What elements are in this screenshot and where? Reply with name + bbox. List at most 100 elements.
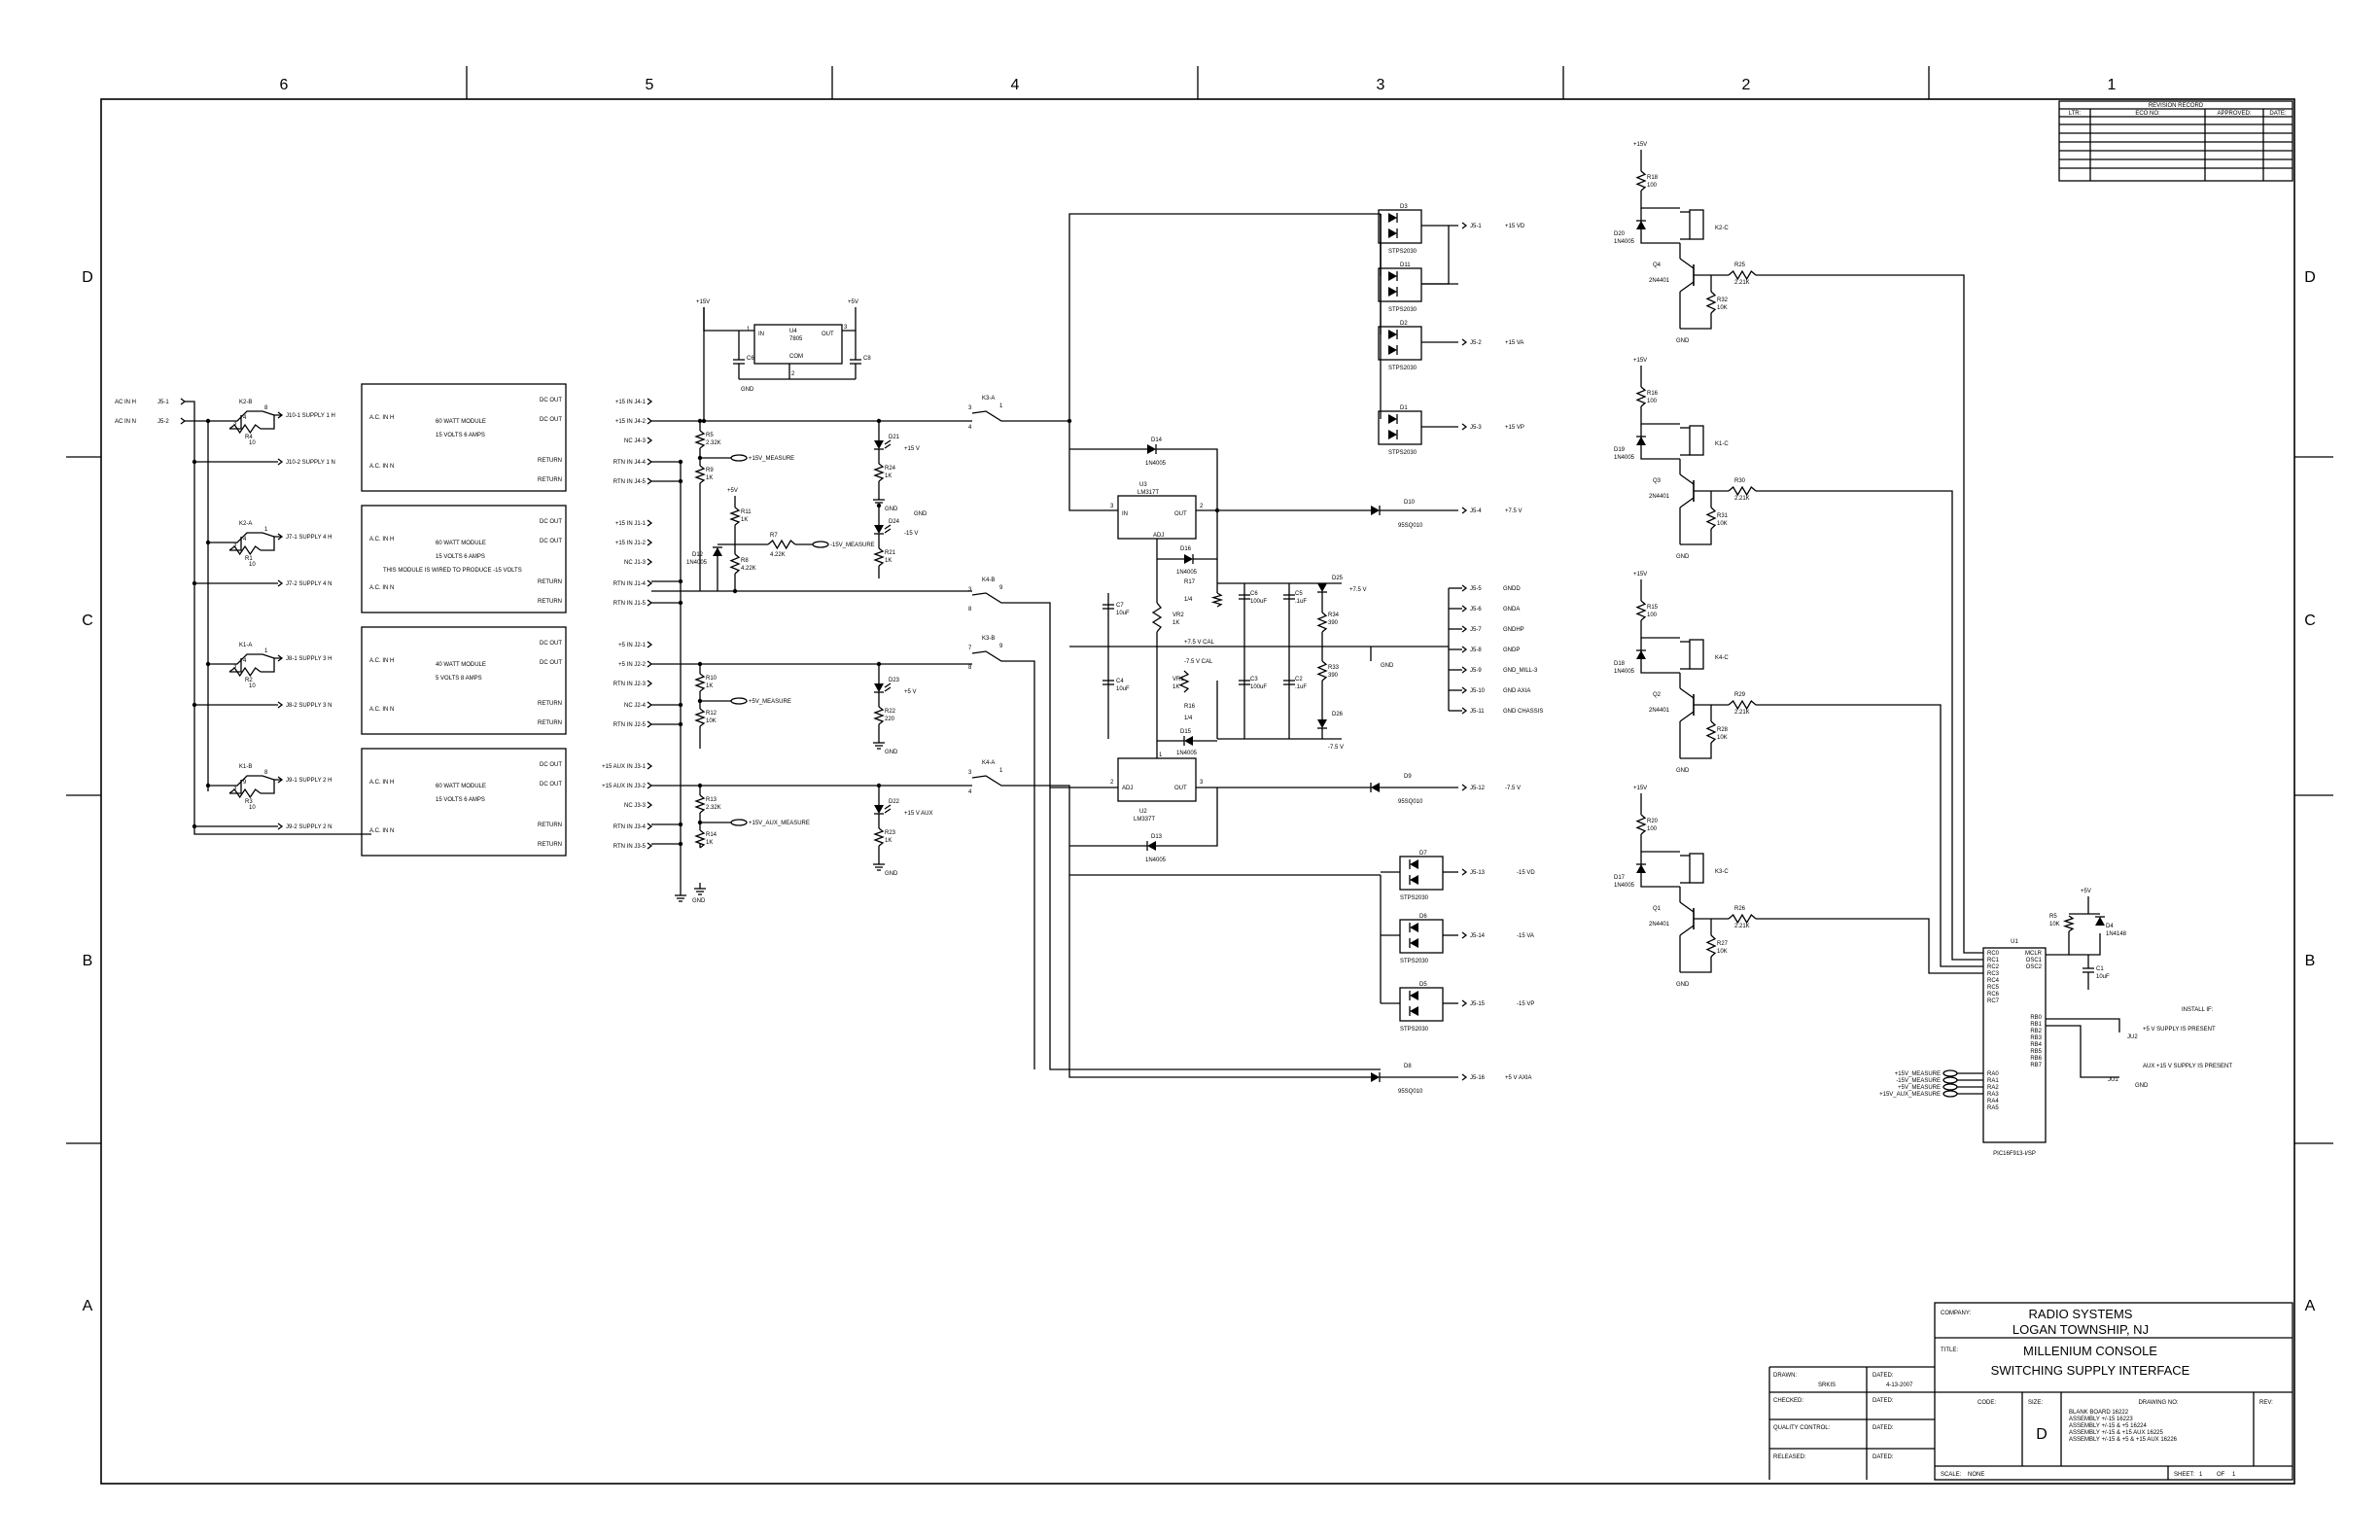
connector-symbol bbox=[647, 782, 653, 789]
wire bbox=[971, 592, 1011, 604]
wire bbox=[1640, 620, 1680, 639]
output-label: +5 V AXIA bbox=[1505, 1075, 1532, 1081]
wire bbox=[1011, 602, 1381, 1070]
transistor-part: 2N4401 bbox=[1649, 278, 1670, 284]
module-note: THIS MODULE IS WIRED TO PRODUCE -15 VOLT… bbox=[383, 568, 522, 574]
connector-symbol bbox=[1461, 1073, 1468, 1081]
diode-part: 1N4005 bbox=[1614, 455, 1635, 461]
connector-symbol bbox=[647, 660, 653, 668]
resistor-value: 2.21K bbox=[1734, 924, 1750, 929]
output-label: +7.5 V bbox=[1505, 508, 1522, 514]
wire bbox=[1640, 834, 1680, 853]
led-label: +7.5 V bbox=[1349, 587, 1367, 593]
resistor-value: 100 bbox=[1647, 612, 1658, 618]
connector-symbol bbox=[277, 579, 284, 587]
wire bbox=[971, 775, 1011, 787]
power-module bbox=[361, 626, 567, 735]
cap-ref: C2 bbox=[1295, 677, 1303, 682]
resistor-value: 100 bbox=[1647, 399, 1658, 404]
supply-return-label: J10-2 SUPPLY 1 N bbox=[286, 460, 335, 466]
junction bbox=[678, 459, 683, 465]
resistor-symbol bbox=[694, 465, 706, 484]
diode-symbol bbox=[1388, 414, 1397, 424]
mcu-pin: RB7 bbox=[2030, 1063, 2042, 1068]
zone-column-label: 2 bbox=[1742, 77, 1751, 93]
revision-title: REVISION RECORD bbox=[2149, 103, 2204, 109]
wire bbox=[1756, 274, 1983, 954]
resistor-value: 10K bbox=[1717, 305, 1728, 311]
module-rating: 15 VOLTS 6 AMPS bbox=[436, 554, 485, 560]
resistor-ref: R33 bbox=[1328, 665, 1340, 671]
net-label: +15V_AUX_MEASURE bbox=[749, 821, 810, 826]
resistor-ref: R25 bbox=[1734, 262, 1746, 268]
ic-part: LM337T bbox=[1134, 817, 1155, 822]
module-rating: 5 VOLTS 8 AMPS bbox=[436, 676, 482, 682]
checked-label: CHECKED: bbox=[1773, 1398, 1803, 1404]
diode-part: 1N4005 bbox=[1614, 883, 1635, 889]
wire bbox=[699, 813, 731, 823]
resistor-ref: R27 bbox=[1717, 941, 1729, 947]
resistor-value: 1K bbox=[706, 475, 713, 481]
resistor-value: 10K bbox=[2049, 922, 2060, 928]
junction bbox=[192, 823, 197, 829]
diode-symbol bbox=[2095, 917, 2105, 926]
rail-label: +15V bbox=[1633, 572, 1647, 578]
diode-ref: D18 bbox=[1614, 661, 1626, 667]
zone-row-label: B bbox=[2305, 953, 2316, 969]
connector-label: J5-1 bbox=[1470, 224, 1482, 229]
resistor-value: 4.22K bbox=[741, 566, 756, 572]
cap-value: 100uF bbox=[1250, 599, 1267, 605]
gnd-label: GND bbox=[885, 750, 898, 755]
relay-coil bbox=[1689, 639, 1704, 670]
resistor-symbol bbox=[1728, 269, 1757, 281]
stps2030-diode bbox=[1378, 209, 1422, 244]
dated-label: DATED: bbox=[1872, 1373, 1894, 1379]
pin-number: 2 bbox=[1110, 780, 1114, 786]
diode-part: STPS2030 bbox=[1400, 959, 1429, 964]
relay-contact-label: K4-B bbox=[982, 578, 995, 583]
connector-symbol bbox=[647, 762, 653, 770]
resistor-ref: R24 bbox=[885, 466, 896, 472]
pin-number: 3 bbox=[1110, 504, 1114, 509]
cal-label: +7.5 V CAL bbox=[1184, 640, 1215, 646]
diode-ref: D16 bbox=[1180, 546, 1192, 552]
module-ac-n: A.C. IN N bbox=[369, 828, 394, 834]
relay-label: K1-A bbox=[239, 643, 252, 648]
pin-number: 1 bbox=[747, 327, 751, 332]
connector-symbol bbox=[647, 701, 653, 709]
resistor-value: 1/4 bbox=[1184, 597, 1193, 603]
connector-symbol bbox=[1461, 605, 1468, 612]
zone-row-label: C bbox=[2304, 612, 2316, 629]
module-pin-label: RTN IN J2-5 bbox=[613, 722, 647, 728]
connector-label: J5-8 bbox=[1470, 648, 1482, 653]
gnd-label: GND bbox=[885, 871, 898, 877]
pin-number: 4 bbox=[968, 425, 972, 431]
module-pin-label: +15 AUX IN J3-1 bbox=[602, 764, 647, 770]
wire bbox=[1679, 258, 1695, 269]
pin-number: 1 bbox=[999, 403, 1003, 409]
dated-label: DATED: bbox=[1872, 1398, 1894, 1404]
cap-value: .1uF bbox=[1295, 684, 1307, 690]
relay-contact-label: K3-A bbox=[982, 396, 995, 402]
net-label: +15V_MEASURE bbox=[749, 456, 794, 462]
module-dc-out: DC OUT bbox=[540, 762, 562, 768]
wire bbox=[884, 528, 892, 534]
pin-number: 3 bbox=[233, 421, 237, 427]
resistor-ref: R1 bbox=[245, 556, 253, 562]
output-label: GNDP bbox=[1503, 648, 1520, 653]
drawn-by: SRKIS bbox=[1818, 1382, 1836, 1388]
stps2030-diode bbox=[1378, 326, 1422, 361]
connector-label: J5-6 bbox=[1470, 607, 1482, 612]
net-label: -15V_MEASURE bbox=[1896, 1078, 1941, 1084]
resistor-symbol bbox=[228, 788, 262, 799]
resistor-ref: R16 bbox=[1647, 391, 1659, 397]
relay-contact-label: K4-A bbox=[982, 760, 995, 766]
pin-number: 8 bbox=[968, 665, 972, 671]
junction bbox=[205, 418, 211, 424]
resistor-ref: R14 bbox=[706, 832, 718, 838]
wire bbox=[1193, 510, 1218, 560]
module-dc-out: DC OUT bbox=[540, 641, 562, 647]
ic-ref: U2 bbox=[1139, 809, 1147, 815]
pin-name: OUT bbox=[822, 332, 834, 337]
